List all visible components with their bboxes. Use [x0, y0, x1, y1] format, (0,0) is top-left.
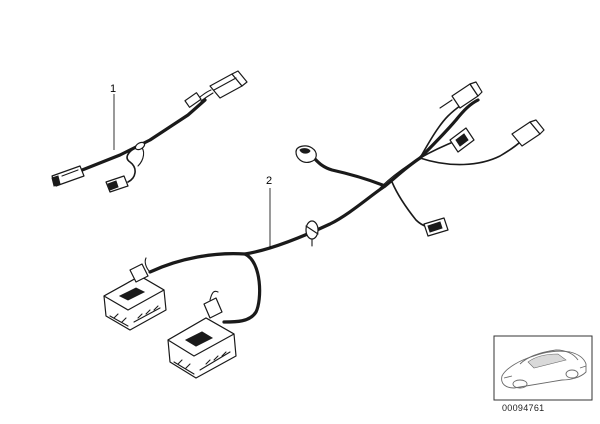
connector-multipin-2	[167, 290, 237, 379]
callout-1-label: 1	[110, 83, 116, 95]
connector-part-1-left	[51, 165, 85, 187]
connector-2-lower	[423, 217, 449, 237]
car-icon	[501, 349, 587, 389]
connector-2-top	[439, 81, 483, 109]
part-number: 00094761	[502, 403, 545, 413]
connector-2-middle	[449, 127, 475, 153]
harness-clip	[305, 220, 319, 247]
vehicle-thumbnail[interactable]	[493, 335, 593, 401]
connector-part-1-lower	[105, 175, 129, 193]
connector-round	[295, 145, 317, 163]
harness-part-2[interactable]: 2	[103, 81, 545, 379]
connector-2-right	[511, 119, 545, 147]
callout-2-label: 2	[266, 175, 272, 187]
connector-part-1-upper	[209, 70, 248, 99]
harness-part-1[interactable]: 1	[51, 70, 248, 193]
connector-multipin-1	[103, 257, 167, 331]
